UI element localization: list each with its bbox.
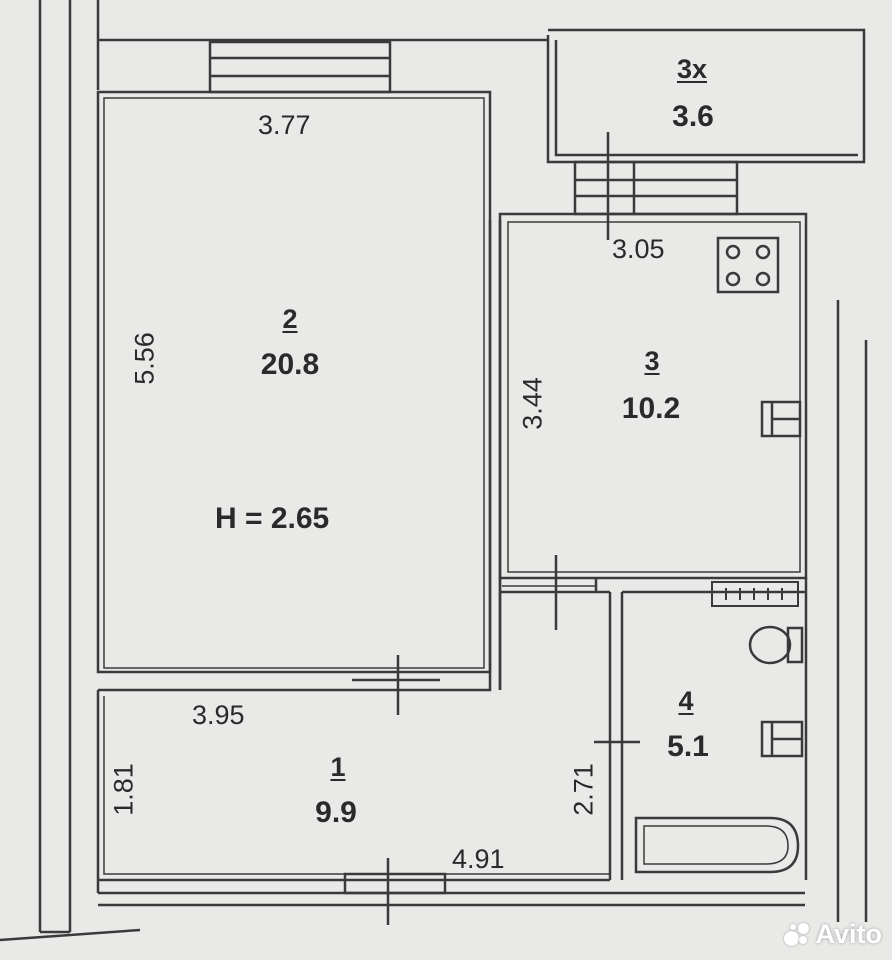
stove-icon	[716, 236, 780, 294]
hall-height-dimension: 1.81	[108, 763, 139, 816]
door-marks	[343, 555, 640, 925]
kitchen-walls	[498, 212, 808, 580]
avito-watermark: Avito	[783, 919, 883, 950]
hall-width-top-dimension: 3.95	[192, 700, 245, 730]
living-height-dimension: 5.56	[129, 332, 160, 385]
hall-width-bottom-dimension: 4.91	[452, 844, 505, 874]
living-window	[208, 40, 392, 94]
kitchen-height-dimension: 3.44	[517, 377, 548, 430]
hall-room-number: 1	[330, 752, 346, 782]
kitchen-sink-icon	[760, 400, 802, 438]
toilet-icon	[748, 625, 804, 665]
corridor-height-dimension: 2.71	[568, 763, 599, 816]
radiator-icon	[711, 581, 799, 607]
balcony-outline	[546, 28, 866, 164]
avito-logo-icon	[783, 922, 812, 947]
kitchen-area: 10.2	[621, 392, 681, 425]
kitchen-width-dimension: 3.05	[612, 234, 665, 264]
right-outer-wall	[836, 300, 868, 922]
ceiling-height: H = 2.65	[215, 502, 330, 535]
living-room-number: 2	[282, 304, 298, 334]
outer-walls	[0, 0, 868, 942]
balcony-area: 3.6	[672, 100, 714, 133]
left-outer-wall	[38, 0, 72, 932]
bottom-wall	[40, 891, 805, 934]
balcony-room-number: 3х	[676, 54, 708, 84]
bathtub-icon	[634, 816, 800, 874]
hall-area: 9.9	[315, 796, 357, 829]
kitchen-balcony-door	[573, 132, 739, 240]
living-width-dimension: 3.77	[258, 110, 311, 140]
kitchen-room-number: 3	[644, 346, 660, 376]
kitchen-bath-wall	[498, 578, 808, 880]
bath-area: 5.1	[667, 730, 709, 763]
living-kitchen-partition	[98, 220, 502, 692]
living-room-area: 20.8	[260, 348, 320, 381]
bath-room-number: 4	[678, 686, 694, 716]
hall-walls	[96, 592, 610, 893]
bath-sink-icon	[760, 720, 804, 758]
lower-left-ground	[0, 928, 141, 942]
top-wall	[96, 0, 548, 90]
avito-watermark-text: Avito	[815, 919, 883, 949]
